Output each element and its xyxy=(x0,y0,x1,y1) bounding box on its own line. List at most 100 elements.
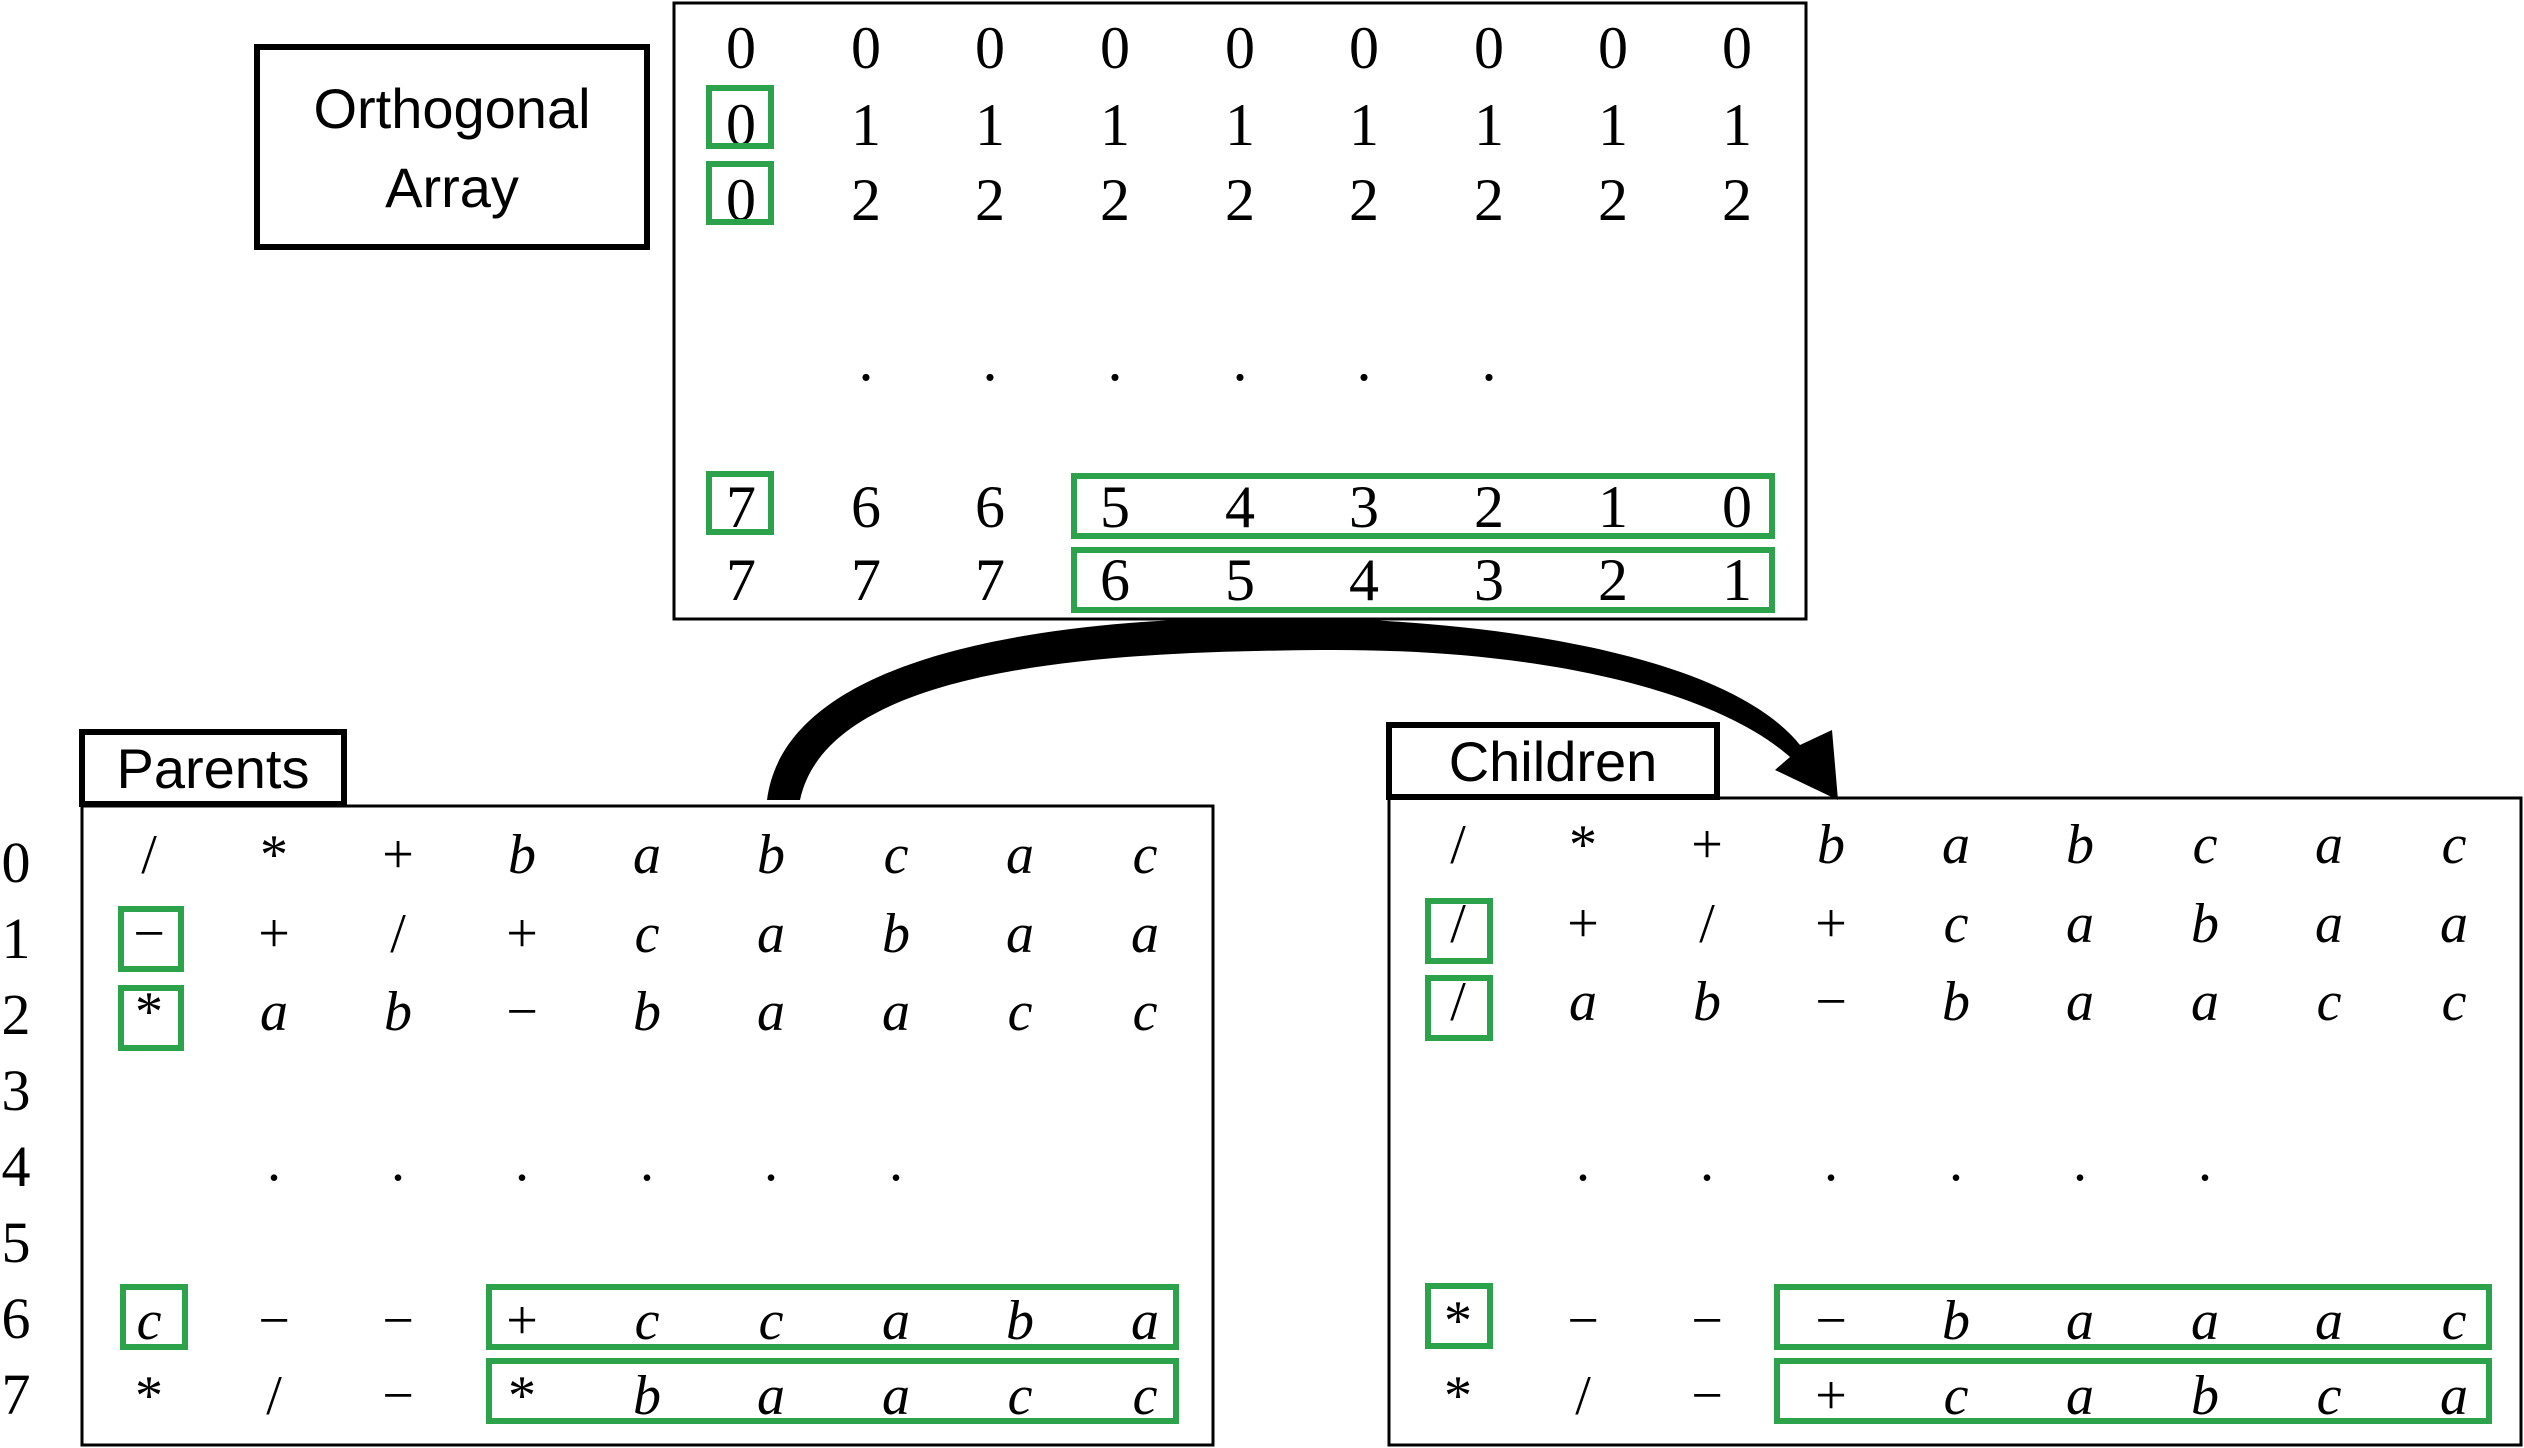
oa-cell: 2 xyxy=(851,167,881,233)
parents-cell: − xyxy=(258,1290,290,1352)
children-cell: c xyxy=(2442,971,2467,1033)
children-cell: a xyxy=(2315,814,2343,876)
oa-highlight-box xyxy=(706,85,774,149)
oa-cell: 2 xyxy=(1100,167,1130,233)
parents-ellipsis-dot: . xyxy=(640,1131,654,1193)
oa-cell: 1 xyxy=(1598,92,1628,158)
children-cell: / xyxy=(1450,814,1466,876)
oa-cell: 0 xyxy=(851,15,881,81)
oa-cell: 2 xyxy=(1474,167,1504,233)
parents-cell: a xyxy=(757,981,785,1043)
parents-cell: b xyxy=(882,903,910,965)
oa-cell: 4 xyxy=(1225,474,1255,540)
parents-cell: + xyxy=(382,824,414,886)
parents-cell: − xyxy=(133,903,165,965)
oa-cell: 0 xyxy=(1100,15,1130,81)
oa-ellipsis-dot: . xyxy=(1233,327,1248,393)
children-cell: a xyxy=(2315,1290,2343,1352)
children-cell: a xyxy=(2066,1365,2094,1427)
parents-cell: / xyxy=(390,903,406,965)
children-cell: a xyxy=(2191,971,2219,1033)
oa-cell: 0 xyxy=(1474,15,1504,81)
children-cell: / xyxy=(1575,1365,1591,1427)
children-cell: c xyxy=(2442,1290,2467,1352)
parents-cell: a xyxy=(882,1290,910,1352)
oa-cell: 1 xyxy=(1474,92,1504,158)
children-cell: c xyxy=(2442,814,2467,876)
children-cell: c xyxy=(2317,1365,2342,1427)
parents-ellipsis-dot: . xyxy=(515,1131,529,1193)
parents-ellipsis-dot: . xyxy=(889,1131,903,1193)
children-cell: / xyxy=(1699,893,1715,955)
oa-cell: 7 xyxy=(726,547,756,613)
children-cell: c xyxy=(1944,893,1969,955)
children-highlight-box xyxy=(1425,975,1493,1041)
oa-label-line-1: Orthogonal xyxy=(313,77,590,140)
children-cell: + xyxy=(1815,893,1847,955)
oa-cell: 1 xyxy=(1100,92,1130,158)
parents-cell: a xyxy=(757,903,785,965)
parents-cell: c xyxy=(635,1290,660,1352)
oa-cell: 1 xyxy=(1598,474,1628,540)
children-cell: b xyxy=(1942,1290,1970,1352)
parents-cell: / xyxy=(141,824,157,886)
children-cell: − xyxy=(1815,971,1847,1033)
children-highlight-box xyxy=(1425,1283,1493,1349)
parents-cell: c xyxy=(1008,1365,1033,1427)
oa-label-box xyxy=(254,44,650,250)
parents-cell: b xyxy=(384,981,412,1043)
children-cell: + xyxy=(1567,893,1599,955)
children-cell: * xyxy=(1444,1290,1472,1352)
oa-cell: 0 xyxy=(1225,15,1255,81)
children-cell: c xyxy=(2317,971,2342,1033)
children-cell: b xyxy=(2066,814,2094,876)
oa-ellipsis-dot: . xyxy=(1108,327,1123,393)
oa-cell: 3 xyxy=(1349,474,1379,540)
children-cell: b xyxy=(1693,971,1721,1033)
parents-cell: − xyxy=(506,981,538,1043)
oa-cell: 6 xyxy=(1100,547,1130,613)
parents-highlight-box xyxy=(118,906,184,972)
parents-ellipsis-dot: . xyxy=(391,1131,405,1193)
parents-ellipsis-dot: . xyxy=(267,1131,281,1193)
children-cell: − xyxy=(1691,1365,1723,1427)
parents-cell: c xyxy=(759,1290,784,1352)
parents-cell: c xyxy=(1133,981,1158,1043)
parents-cell: − xyxy=(382,1365,414,1427)
parents-cell: a xyxy=(1131,903,1159,965)
parents-ellipsis-dot: . xyxy=(764,1131,778,1193)
oa-cell: 2 xyxy=(1598,167,1628,233)
children-ellipsis-dot: . xyxy=(1949,1131,1963,1193)
oa-cell: 5 xyxy=(1225,547,1255,613)
children-segment-highlight xyxy=(1774,1358,2492,1424)
oa-cell: 1 xyxy=(1225,92,1255,158)
parents-cell: c xyxy=(137,1290,162,1352)
oa-cell: 4 xyxy=(1349,547,1379,613)
children-cell: c xyxy=(2193,814,2218,876)
children-cell: b xyxy=(2191,1365,2219,1427)
oa-cell: 7 xyxy=(975,547,1005,613)
parents-cell: a xyxy=(882,1365,910,1427)
parents-label: Parents xyxy=(117,737,310,800)
children-cell: b xyxy=(2191,893,2219,955)
oa-label-line-2: Array xyxy=(385,156,519,219)
parents-cell: c xyxy=(1133,824,1158,886)
oa-highlight-box xyxy=(706,161,774,225)
parents-highlight-box xyxy=(118,985,184,1051)
parents-cell: + xyxy=(506,903,538,965)
parents-cell: c xyxy=(635,903,660,965)
oa-ellipsis-dot: . xyxy=(1357,327,1372,393)
children-segment-highlight xyxy=(1774,1284,2492,1350)
oa-cell: 0 xyxy=(1349,15,1379,81)
oa-cell: 0 xyxy=(1722,474,1752,540)
oa-cell: 0 xyxy=(1722,15,1752,81)
oa-cell: 0 xyxy=(726,15,756,81)
oa-segment-highlight xyxy=(1071,547,1775,613)
oa-cell: 2 xyxy=(975,167,1005,233)
oa-cell: 5 xyxy=(1100,474,1130,540)
children-cell: a xyxy=(2066,1290,2094,1352)
oa-ellipsis-dot: . xyxy=(1482,327,1497,393)
children-ellipsis-dot: . xyxy=(1824,1131,1838,1193)
parents-cell: a xyxy=(1006,903,1034,965)
parents-cell: c xyxy=(1008,981,1033,1043)
